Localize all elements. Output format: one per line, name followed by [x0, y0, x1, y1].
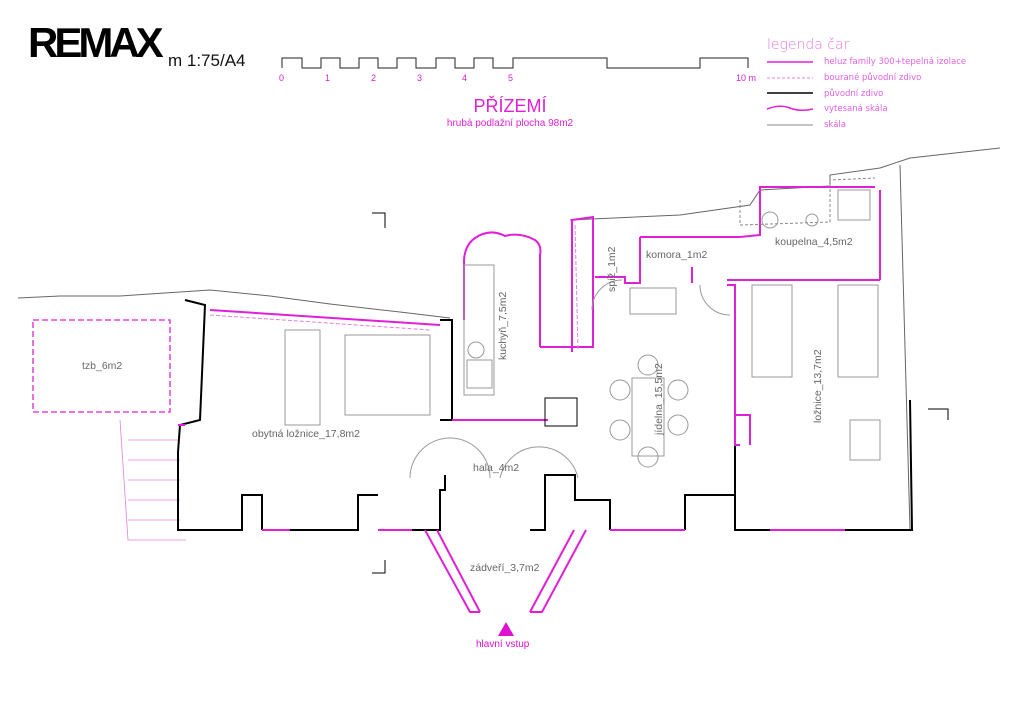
bed — [837, 284, 879, 378]
legend-label: původní zdivo — [824, 89, 884, 99]
chair — [637, 354, 659, 376]
scale-tick: 4 — [462, 73, 468, 83]
dining-table — [631, 377, 665, 457]
legend-label: bourané původní zdivo — [824, 73, 922, 83]
main-entrance-label: hlavní vstup — [476, 639, 530, 650]
door-swing — [699, 284, 731, 316]
heluz-wall — [436, 529, 481, 613]
room-label-dining: jídelna_15,5m2 — [653, 363, 665, 435]
rock-line — [569, 147, 1001, 221]
scale-tick: 10 m — [736, 73, 757, 83]
room-label-vestibule: zádveří_3,7m2 — [470, 562, 540, 574]
original-wall — [530, 474, 611, 531]
room-label-living-bedroom: obytná ložnice_17,8m2 — [252, 428, 360, 440]
heluz-wall — [209, 309, 441, 326]
desk — [849, 419, 881, 461]
carved-rock-wall — [463, 231, 542, 347]
cabinet — [629, 287, 677, 315]
legend-line-carved-rock — [766, 105, 814, 112]
room-label-tzb: tzb_6m2 — [82, 360, 123, 372]
sink — [467, 341, 485, 359]
door-swing — [409, 437, 491, 479]
heluz-wall — [735, 414, 751, 445]
heluz-wall — [530, 529, 587, 613]
original-wall — [412, 475, 446, 531]
heluz-wall — [424, 529, 480, 613]
original-wall — [290, 494, 378, 531]
original-wall — [177, 452, 263, 531]
kitchen-counter — [463, 264, 495, 396]
room-label-kitchen: kuchyň_7,5m2 — [497, 291, 509, 360]
bed — [751, 284, 793, 378]
heluz-wall — [540, 215, 594, 352]
page-title: PŘÍZEMÍ — [473, 96, 547, 116]
stove — [466, 359, 493, 389]
scale-tick: 5 — [508, 73, 514, 83]
page-subtitle: hrubá podlažní plocha 98m2 — [446, 118, 574, 129]
chair — [609, 419, 631, 441]
scale-bar — [281, 57, 749, 69]
rock-line — [17, 289, 451, 319]
chair — [667, 414, 689, 436]
scale-tick: 2 — [371, 73, 377, 83]
room-label-storage: komora_1m2 — [646, 249, 708, 261]
room-label-hall: hala_4m2 — [473, 462, 520, 474]
heluz-wall — [727, 284, 740, 446]
scale-tick: 3 — [417, 73, 423, 83]
heluz-wall — [640, 186, 875, 238]
section-mark — [372, 212, 386, 228]
legend-label: skála — [824, 120, 846, 130]
scale-tick: 1 — [325, 73, 331, 83]
toilet — [761, 211, 779, 229]
scale-tick: 0 — [279, 73, 285, 83]
bed — [344, 334, 431, 416]
room-label-pantry: spíž_1m2 — [606, 246, 618, 292]
stairs — [128, 439, 180, 521]
chair — [667, 379, 689, 401]
original-wall — [440, 319, 453, 421]
sofa — [284, 329, 321, 426]
section-mark — [372, 560, 386, 574]
tzb-room — [32, 319, 171, 413]
legend-label: heluz family 300+tepelná izolace — [824, 57, 967, 67]
washbasin — [805, 213, 819, 227]
original-wall — [177, 299, 207, 453]
scale-label: m 1:75/A4 — [168, 51, 246, 70]
heluz-wall — [529, 529, 575, 613]
legend-title: legenda čar — [767, 37, 850, 53]
heluz-wall — [595, 237, 641, 284]
original-wall — [684, 494, 770, 531]
fridge — [544, 397, 578, 427]
room-label-bedroom: ložnice_13,7m2 — [812, 349, 824, 423]
demolished-wall — [574, 224, 579, 351]
chair — [609, 379, 631, 401]
stairs-outline — [119, 419, 186, 541]
rock-line — [739, 177, 876, 226]
remax-logo: REMAX — [28, 19, 164, 66]
original-wall — [845, 399, 914, 531]
chair — [637, 446, 659, 468]
entry-arrow-icon — [498, 622, 514, 636]
door-swing — [499, 446, 579, 479]
shower — [837, 189, 871, 221]
room-label-bathroom: koupelna_4,5m2 — [775, 236, 853, 248]
demolished-wall — [209, 314, 431, 331]
rock-line — [899, 164, 911, 531]
legend-label: vytesaná skála — [824, 104, 888, 114]
section-mark — [928, 408, 949, 420]
door-swing — [591, 279, 623, 311]
